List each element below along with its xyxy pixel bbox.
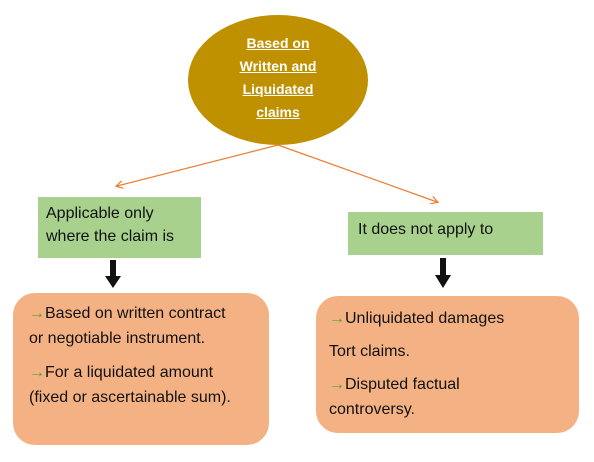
applicable-box: Applicable only where the claim is — [38, 197, 201, 258]
not-apply-line: It does not apply to — [358, 221, 494, 238]
condition-text: Based on written contract — [45, 305, 226, 322]
down-arrow-right — [435, 258, 451, 288]
condition-text: For a liquidated amount — [45, 364, 214, 381]
root-line: Based on — [246, 35, 310, 51]
root-line: Liquidated — [242, 81, 314, 97]
root-line: claims — [256, 104, 300, 120]
applicable-line: where the claim is — [46, 228, 175, 245]
condition-item: →For a liquidated amount (fixed or ascer… — [29, 360, 269, 410]
condition-text: (fixed or ascertainable sum). — [29, 389, 231, 406]
exclusion-text: controversy. — [329, 401, 415, 418]
exclusions-box: →Unliquidated damages Tort claims. →Disp… — [316, 296, 579, 433]
root-ellipse — [188, 15, 368, 145]
exclusion-item: Tort claims. — [329, 339, 579, 364]
down-arrow-left — [105, 260, 121, 288]
root-node-label: Based on Written and Liquidated claims — [226, 32, 330, 124]
connector-left — [117, 144, 279, 186]
exclusion-text: Unliquidated damages — [345, 310, 505, 327]
not-apply-box: It does not apply to — [348, 212, 543, 255]
green-arrow-icon: → — [329, 310, 345, 327]
exclusion-item: →Disputed factual controversy. — [329, 372, 579, 422]
green-arrow-icon: → — [329, 376, 345, 393]
green-arrow-icon: → — [29, 364, 45, 381]
root-line: Written and — [239, 58, 317, 74]
condition-item: →Based on written contract or negotiable… — [29, 301, 269, 351]
applicable-line: Applicable only — [46, 205, 154, 222]
exclusion-item: →Unliquidated damages — [329, 306, 579, 331]
green-arrow-icon: → — [29, 305, 45, 322]
condition-text: or negotiable instrument. — [29, 330, 206, 347]
applicable-conditions-box: →Based on written contract or negotiable… — [13, 293, 269, 445]
exclusion-text: Disputed factual — [345, 376, 460, 393]
exclusion-text: Tort claims. — [329, 343, 410, 360]
connector-right — [277, 144, 437, 202]
